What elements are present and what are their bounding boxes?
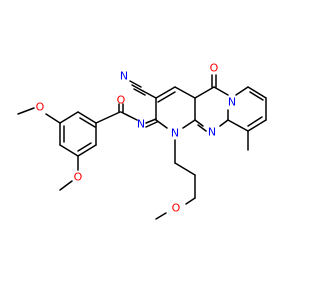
bond <box>174 162 196 176</box>
bond <box>155 212 167 220</box>
atom-label-n-imine: N <box>137 118 145 131</box>
bond <box>129 80 142 88</box>
bond <box>142 90 157 99</box>
bond <box>131 84 144 92</box>
molecule-structure: N O O N N N N O O O <box>17 62 267 220</box>
bond <box>155 119 168 129</box>
bond <box>77 142 92 152</box>
bond <box>174 86 196 99</box>
atom-label-n-ring-bridge: N <box>228 96 236 109</box>
bond <box>157 91 176 103</box>
atom-label-o-amide: O <box>117 94 126 107</box>
atom-label-n-ring-1: N <box>171 127 179 140</box>
bond <box>182 119 196 129</box>
atom-label-n-nitrile: N <box>120 70 128 83</box>
bond <box>77 144 97 157</box>
bond <box>77 111 97 124</box>
bond <box>247 116 263 127</box>
bond <box>219 119 229 127</box>
bond <box>59 144 79 157</box>
bond <box>194 119 204 127</box>
bond <box>155 86 176 99</box>
bond <box>247 119 267 132</box>
atom-label-o-methoxy-top: O <box>36 101 45 114</box>
bond <box>145 118 157 124</box>
bond <box>247 86 267 99</box>
bond <box>133 88 146 96</box>
atom-label-o-carbonyl-ring: O <box>210 62 219 75</box>
bond <box>17 107 35 115</box>
bond <box>59 111 79 124</box>
bond <box>213 86 229 96</box>
bond <box>249 91 264 101</box>
bond-lines <box>17 74 267 220</box>
atom-label-o-methoxy-bottom: O <box>74 171 83 184</box>
bond <box>120 111 138 121</box>
bond <box>145 121 158 128</box>
bond <box>235 86 249 96</box>
bond <box>185 197 196 205</box>
bond <box>197 124 207 132</box>
bond <box>227 119 249 132</box>
atom-label-n-ring-3: N <box>208 126 216 139</box>
bond <box>79 117 96 128</box>
atom-label-o-methoxy-chain: O <box>172 202 181 215</box>
bond <box>59 180 73 191</box>
bond <box>194 86 215 99</box>
bond <box>95 111 121 124</box>
bond <box>45 113 61 124</box>
